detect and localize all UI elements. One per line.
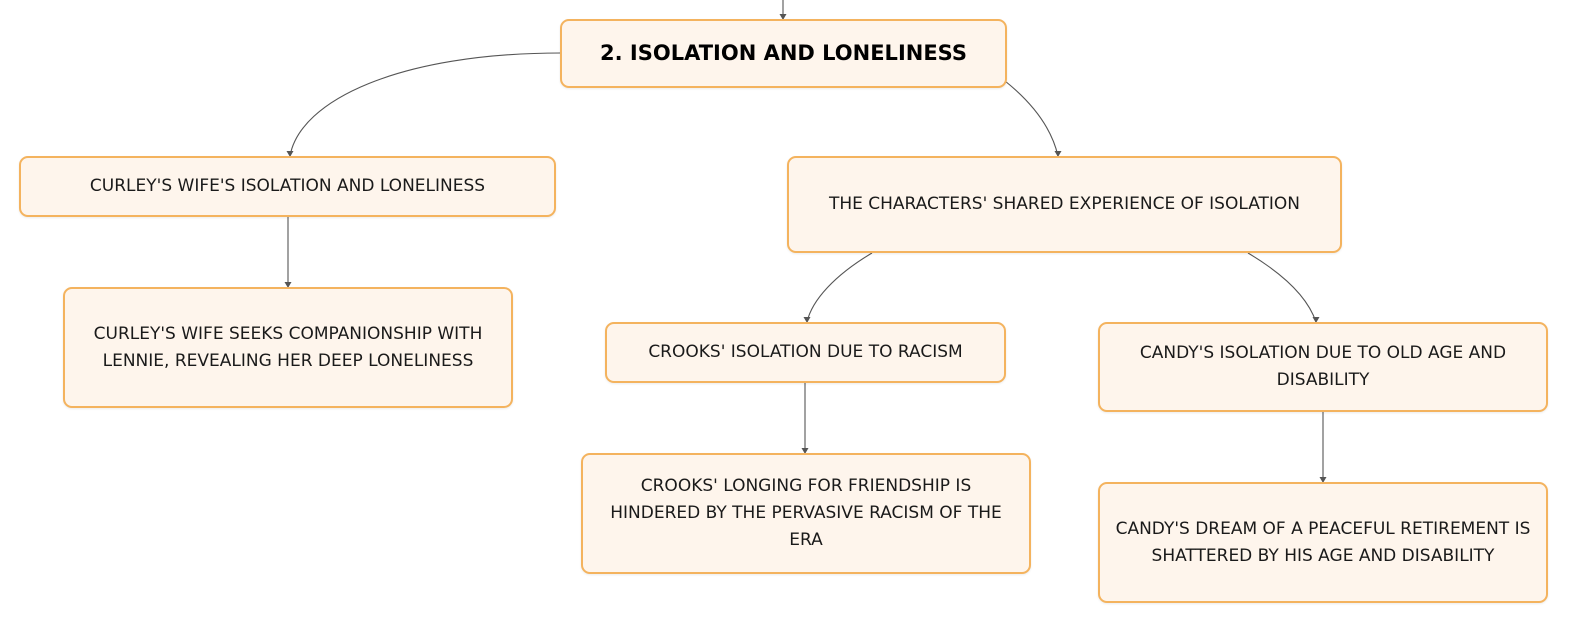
arrowhead-curleys-wife [286,151,294,157]
crooks-node-label: CROOKS' ISOLATION DUE TO RACISM [648,342,963,362]
connector-root-curleys-wife [289,52,562,157]
curleys-wife-node[interactable]: CURLEY'S WIFE'S ISOLATION AND LONELINESS [19,156,556,217]
shared-experience-node-label: THE CHARACTERS' SHARED EXPERIENCE OF ISO… [828,194,1301,214]
arrowhead-incoming [779,14,787,20]
crooks-detail-label: CROOKS' LONGING FOR FRIENDSHIP IS HINDER… [610,476,1002,550]
candy-detail-label: CANDY'S DREAM OF A PEACEFUL RETIREMENT I… [1115,518,1531,566]
candy-detail-node[interactable]: CANDY'S DREAM OF A PEACEFUL RETIREMENT I… [1098,482,1548,603]
curleys-wife-detail-label: CURLEY'S WIFE SEEKS COMPANIONSHIP WITH L… [93,323,483,371]
curleys-wife-detail-node[interactable]: CURLEY'S WIFE SEEKS COMPANIONSHIP WITH L… [63,287,513,408]
arrowhead-candy-detail [1319,477,1327,483]
arrowhead-crooks-detail [801,448,809,454]
arrowhead-shared [1054,151,1062,157]
crooks-node[interactable]: CROOKS' ISOLATION DUE TO RACISM [605,322,1006,383]
candy-node-label: CANDY'S ISOLATION DUE TO OLD AGE AND DIS… [1139,343,1507,390]
shared-experience-node[interactable]: THE CHARACTERS' SHARED EXPERIENCE OF ISO… [787,156,1342,253]
curleys-wife-node-label: CURLEY'S WIFE'S ISOLATION AND LONELINESS [89,176,486,196]
candy-node[interactable]: CANDY'S ISOLATION DUE TO OLD AGE AND DIS… [1098,322,1548,412]
arrowhead-candy [1312,317,1320,323]
arrowhead-crooks [803,317,811,323]
root-node-label: 2. ISOLATION AND LONELINESS [600,41,967,65]
connector-shared-candy [1247,252,1317,323]
connector-root-shared [1004,80,1059,157]
arrowhead-curleys-wife-detail [284,282,292,288]
root-node[interactable]: 2. ISOLATION AND LONELINESS [560,19,1007,88]
connector-shared-crooks [806,252,873,323]
crooks-detail-node[interactable]: CROOKS' LONGING FOR FRIENDSHIP IS HINDER… [581,453,1031,574]
